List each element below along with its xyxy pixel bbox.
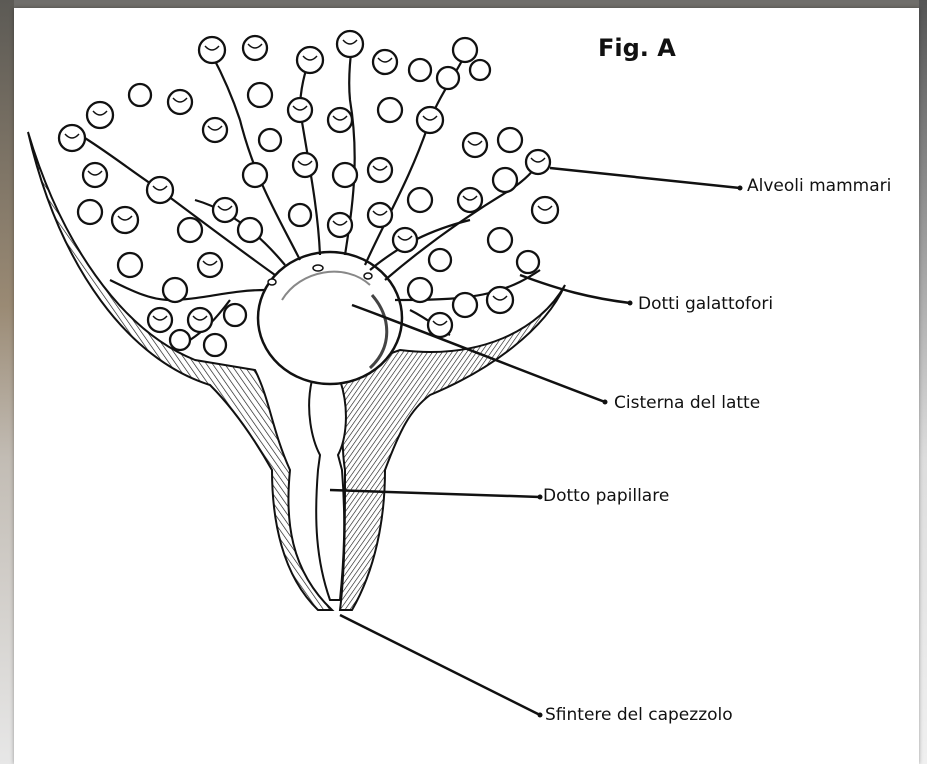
label-dotti: Dotti galattofori bbox=[638, 294, 773, 314]
label-dotto-papillare: Dotto papillare bbox=[543, 486, 669, 506]
figure-title: Fig. A bbox=[598, 34, 676, 62]
leader-dotti bbox=[520, 275, 630, 303]
label-alveoli: Alveoli mammari bbox=[747, 176, 891, 196]
label-sfintere: Sfintere del capezzolo bbox=[545, 705, 733, 725]
leader-alveoli bbox=[550, 168, 740, 188]
leader-sfintere bbox=[340, 615, 540, 715]
label-cisterna: Cisterna del latte bbox=[614, 393, 760, 413]
